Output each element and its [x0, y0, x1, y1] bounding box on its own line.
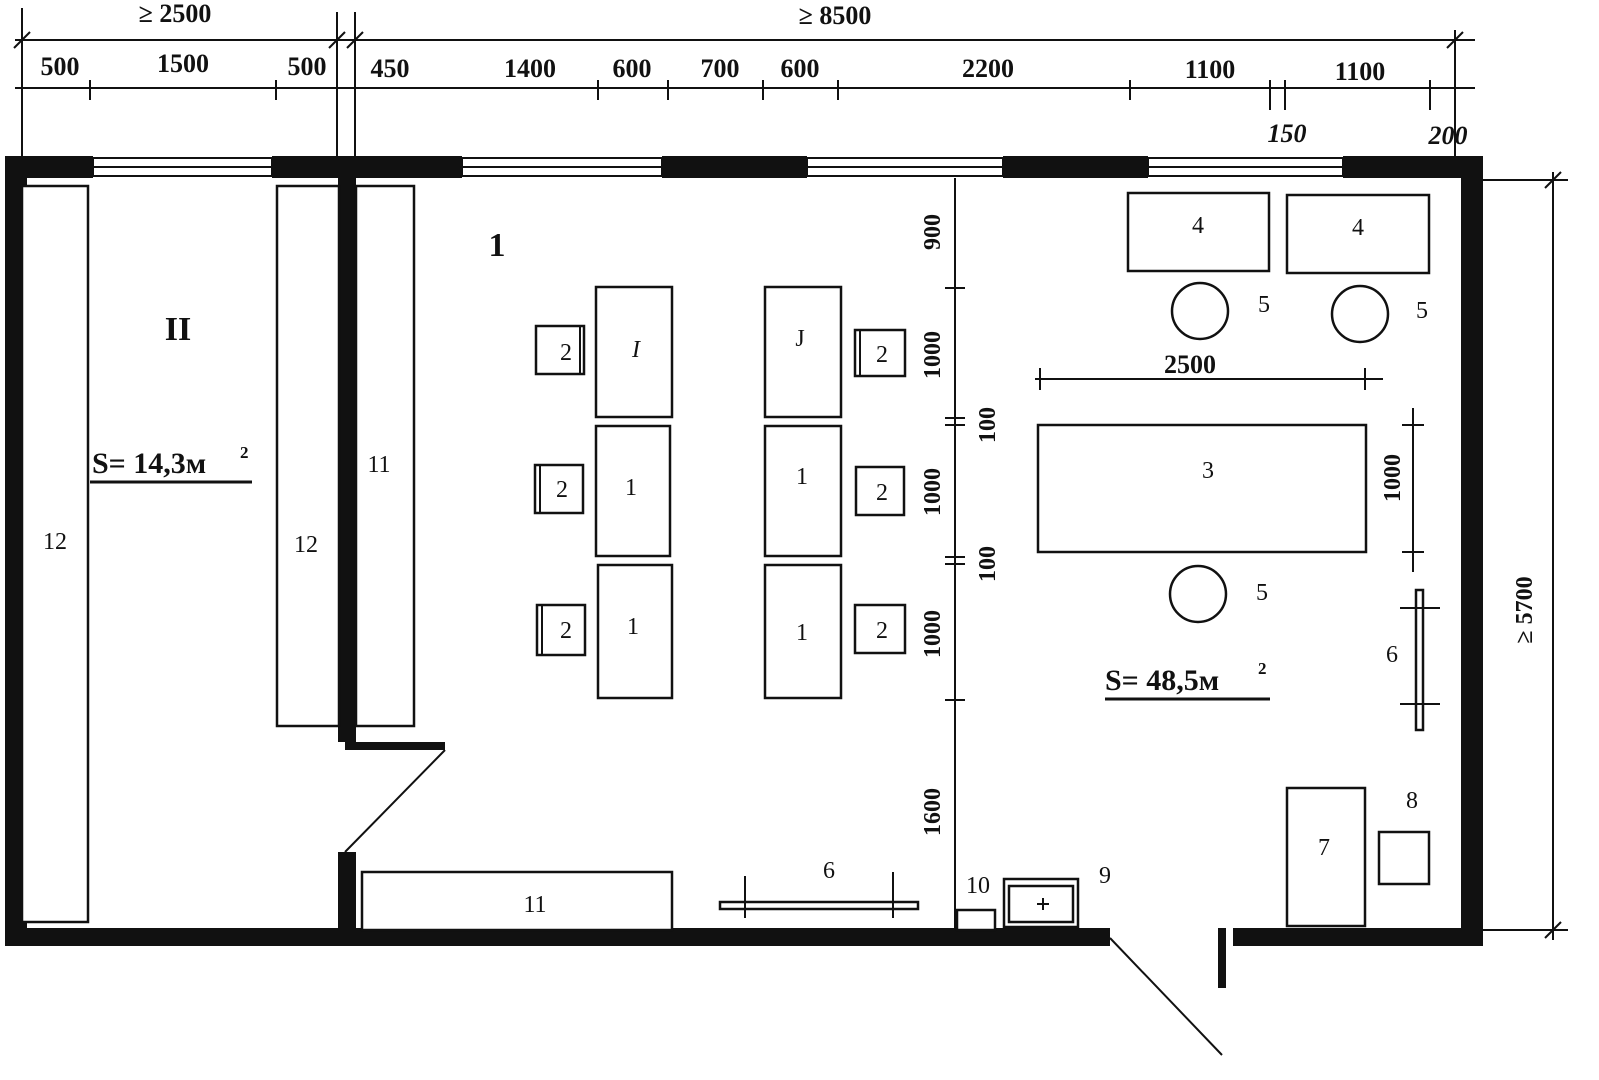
- dim-seg-5: 600: [613, 54, 652, 83]
- desk: [594, 424, 672, 558]
- dim-seg-10: 1100: [1335, 57, 1386, 86]
- dim-seg-1: 1500: [157, 49, 209, 78]
- chair-label: 2: [876, 342, 888, 368]
- top-dimension-lines: [13, 8, 1475, 160]
- cabinet: [1126, 191, 1271, 273]
- dim-seg-6: 700: [701, 54, 740, 83]
- dim-seg-2: 500: [288, 52, 327, 81]
- windows: [92, 157, 1344, 177]
- chair-label: 2: [556, 477, 568, 503]
- vdim-5: 1000: [920, 610, 946, 658]
- chair: [853, 328, 907, 378]
- table-height-dim: 1000: [1380, 454, 1406, 502]
- locker-label: 12: [43, 529, 67, 555]
- cabinet: [1285, 193, 1431, 275]
- item-7-label: 7: [1318, 835, 1330, 861]
- desk-label: 1: [796, 620, 808, 646]
- chair-label: 2: [560, 340, 572, 366]
- stool-label: 5: [1416, 298, 1428, 324]
- shelf-horizontal: [360, 870, 674, 932]
- dim-total-left: ≥ 2500: [139, 0, 212, 28]
- dim-seg-3: 450: [371, 54, 410, 83]
- item-8: [1377, 830, 1431, 886]
- desk: [763, 285, 843, 419]
- room-1-label: 1: [489, 227, 506, 264]
- desk-label: I: [631, 337, 641, 363]
- stool: [1170, 281, 1230, 341]
- cabinet-label: 4: [1192, 213, 1204, 239]
- dim-seg-4: 1400: [504, 54, 556, 83]
- item-8-label: 8: [1406, 788, 1418, 814]
- dim-small-200: 200: [1428, 121, 1468, 150]
- sink: [1002, 877, 1080, 929]
- table-dimension-lines: [1035, 368, 1424, 572]
- shelf-label: 11: [367, 452, 390, 478]
- chair: [534, 324, 586, 376]
- chair: [853, 603, 907, 655]
- stool-label: 5: [1258, 292, 1270, 318]
- walls: [5, 156, 1483, 988]
- board-label: 6: [1386, 642, 1398, 668]
- shelf-label: 11: [523, 892, 546, 918]
- locker-center: [275, 184, 341, 728]
- dim-seg-8: 2200: [962, 54, 1014, 83]
- right-dimension-line: [1483, 171, 1568, 940]
- cabinet-label: 4: [1352, 215, 1364, 241]
- desk-label: 1: [627, 614, 639, 640]
- desk: [763, 424, 843, 558]
- chair-label: 2: [560, 618, 572, 644]
- table-width-dim: 2500: [1164, 350, 1216, 379]
- chair: [854, 465, 906, 517]
- room-2-label: II: [165, 311, 191, 348]
- vertical-dimension-line: [945, 178, 965, 935]
- locker-label: 12: [294, 532, 318, 558]
- chair: [535, 603, 587, 657]
- board-bottom: [718, 872, 920, 918]
- item-7: [1285, 786, 1367, 928]
- vdim-0: 900: [920, 214, 946, 250]
- board-label: 6: [823, 858, 835, 884]
- table-label: 3: [1202, 458, 1214, 484]
- doors: [344, 749, 1223, 1056]
- desk: [594, 285, 674, 419]
- vdim-1: 1000: [920, 331, 946, 379]
- dim-seg-7: 600: [781, 54, 820, 83]
- room-1-area-sup: 2: [1258, 659, 1267, 678]
- right-dim: ≥ 5700: [1512, 576, 1538, 643]
- room-2-area: S= 14,3м: [92, 447, 206, 480]
- sink-label: 9: [1099, 863, 1111, 889]
- chair: [533, 463, 585, 515]
- dim-seg-0: 500: [41, 52, 80, 81]
- vdim-6: 1600: [920, 788, 946, 836]
- dim-small-150: 150: [1268, 119, 1307, 148]
- desk-label: 1: [796, 464, 808, 490]
- board-right: [1400, 588, 1440, 732]
- item-10-label: 10: [966, 873, 990, 899]
- desk: [596, 563, 674, 700]
- chair-label: 2: [876, 480, 888, 506]
- chair-label: 2: [876, 618, 888, 644]
- desk-label: J: [795, 326, 804, 352]
- vdim-2: 100: [975, 407, 1001, 443]
- stool: [1168, 564, 1228, 624]
- dim-seg-9: 1100: [1185, 55, 1236, 84]
- locker-left: [20, 184, 90, 924]
- shelf-vertical: [354, 184, 416, 728]
- table: [1036, 423, 1368, 554]
- desk-label: 1: [625, 475, 637, 501]
- room-2-area-sup: 2: [240, 443, 249, 462]
- dim-total-right: ≥ 8500: [799, 1, 872, 30]
- vdim-4: 100: [975, 546, 1001, 582]
- stool: [1330, 284, 1390, 344]
- desk: [763, 563, 843, 700]
- room-1-area: S= 48,5м: [1105, 664, 1219, 697]
- stool-label: 5: [1256, 580, 1268, 606]
- item-10: [955, 908, 997, 932]
- vdim-3: 1000: [920, 468, 946, 516]
